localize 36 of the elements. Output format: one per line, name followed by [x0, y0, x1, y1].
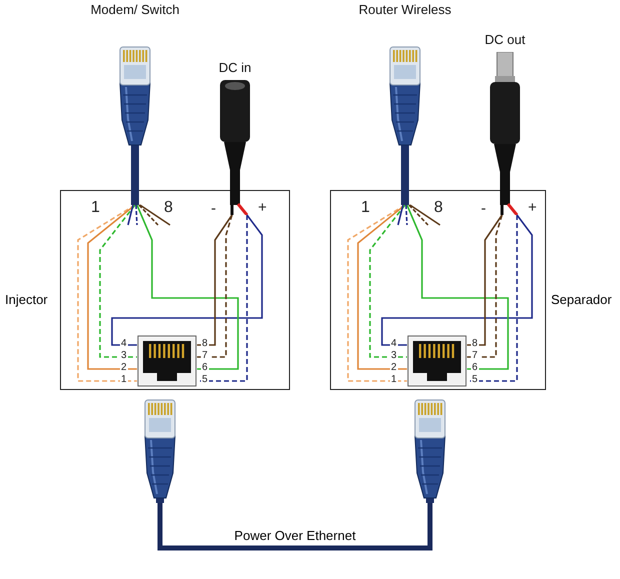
wire [99, 204, 137, 358]
box-title: Separador [551, 292, 612, 307]
device-label: Router Wireless [358, 2, 452, 18]
wire [136, 204, 239, 370]
box-title: Injector [5, 292, 48, 307]
pin-number: 1 [390, 375, 398, 385]
cable [158, 503, 432, 550]
device-label: DC out [484, 32, 526, 48]
pin-number: 8 [201, 339, 209, 349]
pin-number: 4 [390, 339, 398, 349]
edge-label: Power Over Ethernet [233, 528, 357, 543]
wire [467, 215, 518, 382]
wire [111, 214, 263, 346]
pin-number: 7 [471, 351, 479, 361]
pin-number: 3 [390, 351, 398, 361]
pin-number: 5 [201, 375, 209, 385]
wire [77, 204, 137, 382]
pin-number: 2 [390, 363, 398, 373]
device-label: DC in [218, 60, 252, 76]
wire [381, 214, 533, 346]
wire [406, 204, 509, 370]
wire [87, 204, 137, 370]
pin-number: 5 [471, 375, 479, 385]
device-label: Modem/ Switch [90, 2, 180, 18]
pin-number: 1 [120, 375, 128, 385]
pin-number: 8 [471, 339, 479, 349]
wire [369, 204, 407, 358]
wire [197, 215, 248, 382]
pin-number: 6 [201, 363, 209, 373]
pin-number: 3 [120, 351, 128, 361]
wire [347, 204, 407, 382]
wire [357, 204, 407, 370]
pin-number: 2 [120, 363, 128, 373]
pin-number: 6 [471, 363, 479, 373]
pin-number: 4 [120, 339, 128, 349]
pin-number: 7 [201, 351, 209, 361]
